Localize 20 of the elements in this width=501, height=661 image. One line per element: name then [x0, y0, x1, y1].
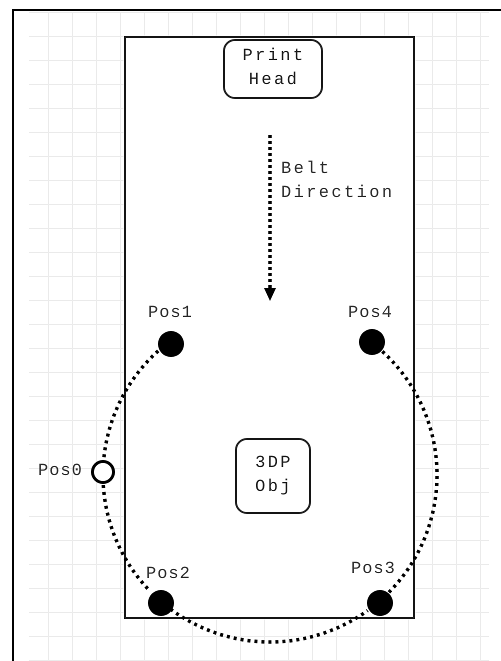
position-label: Pos0 [38, 462, 83, 482]
position-dot [359, 329, 385, 355]
position-dot [158, 331, 184, 357]
dotted-path [170, 608, 369, 644]
position-dot [367, 590, 393, 616]
box-label: Print Head [241, 46, 306, 92]
position-label: Pos3 [351, 560, 396, 580]
rounded-box [235, 438, 311, 514]
rounded-box [223, 39, 323, 99]
dotted-path [102, 350, 160, 460]
dotted-path [102, 484, 151, 592]
conveyor-belt [124, 36, 415, 619]
dotted-path [379, 348, 439, 594]
position-label: Pos4 [348, 304, 393, 324]
box-label: 3DP Obj [254, 453, 294, 499]
direction-label: Belt Direction [281, 159, 396, 205]
position-label: Pos1 [148, 304, 193, 324]
position-label: Pos2 [146, 565, 191, 585]
position-ring [91, 460, 115, 484]
position-dot [148, 590, 174, 616]
